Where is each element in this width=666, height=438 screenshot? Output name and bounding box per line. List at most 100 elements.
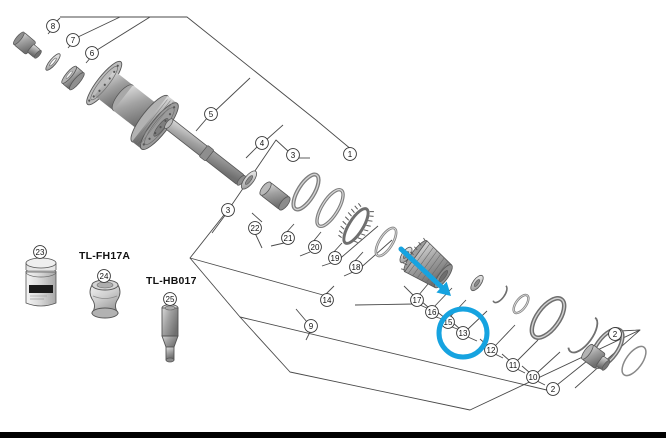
- callout-number: 10: [529, 373, 538, 382]
- callout-number: 1: [348, 150, 353, 159]
- callout-number: 18: [352, 263, 361, 272]
- callout-number: 22: [251, 224, 260, 233]
- callout-6[interactable]: 6: [85, 46, 99, 60]
- callout-8[interactable]: 8: [46, 19, 60, 33]
- callout-bubble[interactable]: [66, 33, 80, 47]
- callout-bubble[interactable]: [425, 305, 439, 319]
- part-tool-hb017-25: [161, 304, 179, 363]
- callout-bubble[interactable]: [608, 327, 622, 341]
- callout-bubble[interactable]: [221, 203, 235, 217]
- callout-number: 4: [260, 139, 265, 148]
- part-ratchet-ring-20: [338, 203, 374, 245]
- callout-3[interactable]: 3: [221, 203, 235, 217]
- callout-1[interactable]: 1: [343, 147, 357, 161]
- callout-number: 3: [291, 151, 296, 160]
- callout-bubble[interactable]: [248, 221, 262, 235]
- leader-lines: [47, 16, 641, 411]
- callout-bubble[interactable]: [304, 319, 318, 333]
- part-ring-21: [315, 187, 345, 229]
- callout-bubble[interactable]: [163, 292, 177, 306]
- callout-bubble[interactable]: [33, 245, 47, 259]
- callout-number: 15: [444, 318, 453, 327]
- part-ring-13: [529, 296, 567, 340]
- part-freehub-body-17: [401, 237, 453, 289]
- part-axle-5: [164, 118, 246, 186]
- callout-bubble[interactable]: [286, 148, 300, 162]
- part-ring-19: [374, 226, 398, 258]
- parts-illustrations: [12, 31, 647, 377]
- callout-20[interactable]: 20: [308, 240, 322, 254]
- part-washer-7: [45, 53, 61, 71]
- callout-bubble[interactable]: [349, 260, 363, 274]
- part-ring-22: [291, 172, 321, 212]
- callout-bubble[interactable]: [328, 251, 342, 265]
- callout-number: 12: [487, 346, 496, 355]
- callout-bubble[interactable]: [204, 107, 218, 121]
- callout-23[interactable]: 23: [33, 245, 47, 259]
- part-cone-6: [61, 65, 85, 91]
- callout-bubble[interactable]: [526, 370, 540, 384]
- callout-3[interactable]: 3: [286, 148, 300, 162]
- highlight-annotation: [398, 246, 490, 360]
- callout-number: 7: [71, 36, 76, 45]
- callout-bubble[interactable]: [320, 293, 334, 307]
- callout-5[interactable]: 5: [204, 107, 218, 121]
- callout-number: 5: [209, 110, 214, 119]
- callout-number: 13: [459, 329, 468, 338]
- part-locknut-8: [12, 31, 42, 59]
- part-hub-shell: [86, 60, 179, 150]
- highlight-arrow-line: [398, 246, 445, 290]
- callout-number: 2: [551, 385, 556, 394]
- callout-bubble[interactable]: [308, 240, 322, 254]
- callout-4[interactable]: 4: [255, 136, 269, 150]
- part-spacer-3a: [259, 181, 291, 211]
- callout-number: 17: [413, 296, 422, 305]
- callout-16[interactable]: 16: [425, 305, 439, 319]
- callout-bubble[interactable]: [506, 358, 520, 372]
- part-bearing-16: [470, 274, 484, 292]
- callout-number: 24: [100, 272, 109, 281]
- callout-number: 21: [284, 234, 293, 243]
- callout-9[interactable]: 9: [304, 319, 318, 333]
- part-snapring-15: [492, 285, 508, 304]
- tool-label-hb017: TL-HB017: [146, 275, 197, 287]
- callout-bubble[interactable]: [97, 269, 111, 283]
- callout-17[interactable]: 17: [410, 293, 424, 307]
- callout-bubble[interactable]: [484, 343, 498, 357]
- callout-number: 19: [331, 254, 340, 263]
- part-tool-fh17a-24: [89, 279, 121, 319]
- callout-number: 23: [36, 248, 45, 257]
- callout-bubble[interactable]: [456, 326, 470, 340]
- callout-7[interactable]: 7: [66, 33, 80, 47]
- callout-22[interactable]: 22: [248, 221, 262, 235]
- callout-10[interactable]: 10: [526, 370, 540, 384]
- callout-number: 20: [311, 243, 320, 252]
- callout-bubble[interactable]: [281, 231, 295, 245]
- callout-number: 6: [90, 49, 95, 58]
- callout-12[interactable]: 12: [484, 343, 498, 357]
- callout-18[interactable]: 18: [349, 260, 363, 274]
- callout-21[interactable]: 21: [281, 231, 295, 245]
- callout-25[interactable]: 25: [163, 292, 177, 306]
- callout-bubble[interactable]: [343, 147, 357, 161]
- callout-number: 8: [51, 22, 56, 31]
- callout-2[interactable]: 2: [608, 327, 622, 341]
- part-cone-4: [240, 170, 258, 190]
- callout-2[interactable]: 2: [546, 382, 560, 396]
- callout-number: 11: [509, 361, 518, 370]
- callout-14[interactable]: 14: [320, 293, 334, 307]
- callout-11[interactable]: 11: [506, 358, 520, 372]
- callout-bubble[interactable]: [546, 382, 560, 396]
- callout-24[interactable]: 24: [97, 269, 111, 283]
- callout-bubble[interactable]: [410, 293, 424, 307]
- callout-13[interactable]: 13: [456, 326, 470, 340]
- part-grease-jar-23: [25, 257, 57, 307]
- callout-bubble[interactable]: [255, 136, 269, 150]
- callout-bubble[interactable]: [46, 19, 60, 33]
- callout-bubble[interactable]: [85, 46, 99, 60]
- part-ring-14: [512, 293, 530, 315]
- callout-19[interactable]: 19: [328, 251, 342, 265]
